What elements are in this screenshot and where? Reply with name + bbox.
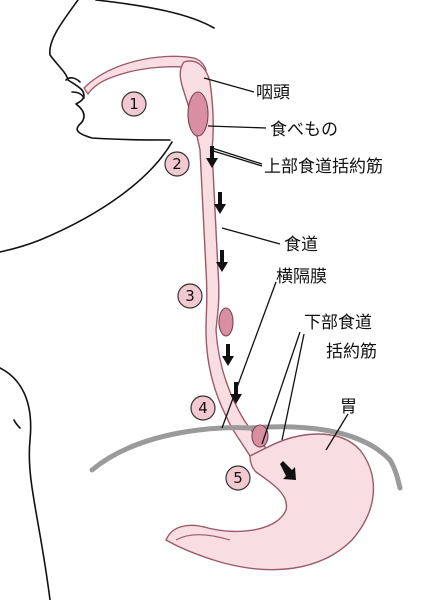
label-lower-sphincter-line2: 括約筋 xyxy=(326,342,377,362)
label-stomach: 胃 xyxy=(340,397,357,417)
leader-upper-sphincter-a xyxy=(209,149,263,167)
flow-arrow-4 xyxy=(222,344,234,366)
stomach-inner-fold xyxy=(175,534,231,541)
flow-arrow-1 xyxy=(206,146,218,168)
back-neck-outline xyxy=(95,0,215,29)
leader-esophagus xyxy=(221,227,281,245)
flow-arrow-3 xyxy=(216,250,228,272)
leader-pharynx xyxy=(203,77,255,93)
stomach xyxy=(165,433,375,571)
chest-mark xyxy=(13,419,21,429)
step-marker-3: 3 xyxy=(177,283,203,309)
leader-upper-sphincter-b xyxy=(211,147,263,165)
label-lower-sphincter-line1: 下部食道 xyxy=(304,313,372,333)
step-number-5: 5 xyxy=(233,469,243,487)
label-food: 食べもの xyxy=(270,120,338,140)
label-upper-sphincter: 上部食道括約筋 xyxy=(264,157,383,177)
step-marker-1: 1 xyxy=(121,91,147,117)
leader-stomach xyxy=(325,413,349,451)
food-bolus-pharynx xyxy=(187,91,209,137)
label-esophagus: 食道 xyxy=(284,235,318,255)
food-bolus-lower xyxy=(251,424,269,448)
step-marker-4: 4 xyxy=(190,395,216,421)
diaphragm xyxy=(89,424,403,491)
label-diaphragm: 横隔膜 xyxy=(276,267,327,287)
nostril-detail xyxy=(65,77,81,83)
leader-lines xyxy=(203,77,349,451)
step-number-2: 2 xyxy=(172,155,182,173)
step-marker-2: 2 xyxy=(164,151,190,177)
step-number-4: 4 xyxy=(198,399,208,417)
lip-detail xyxy=(71,91,85,99)
step-marker-5: 5 xyxy=(225,465,251,491)
food-bolus-esophagus xyxy=(218,307,234,337)
neck-shoulder-outline xyxy=(0,141,173,253)
flow-arrow-2 xyxy=(214,192,226,214)
flow-arrow-6 xyxy=(280,461,296,480)
leader-food xyxy=(207,125,267,129)
torso-outline xyxy=(0,367,51,600)
leader-lower-sphincter-a xyxy=(261,331,301,445)
leader-diaphragm xyxy=(221,281,277,429)
oral-cavity xyxy=(83,55,207,96)
label-pharynx: 咽頭 xyxy=(256,83,290,103)
step-number-3: 3 xyxy=(185,287,195,305)
leader-lower-sphincter-b xyxy=(281,333,305,441)
step-number-1: 1 xyxy=(129,95,139,113)
